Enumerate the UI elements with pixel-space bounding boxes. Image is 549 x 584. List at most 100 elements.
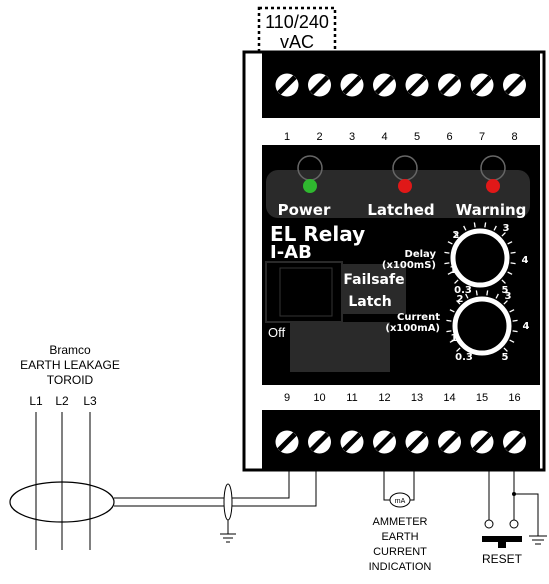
current-dial-tick — [512, 319, 518, 322]
current-dial-knob[interactable] — [452, 296, 512, 356]
delay-dial-tick — [507, 271, 513, 275]
reset-button-bar[interactable] — [482, 536, 522, 542]
off-label: Off — [268, 325, 285, 340]
delay-scale-4: 4 — [522, 255, 529, 266]
top-terminal-number-6: 6 — [446, 131, 452, 143]
top-terminal-number-8: 8 — [511, 131, 517, 143]
reset-label: RESET — [482, 552, 523, 566]
ammeter-label-line1: AMMETER — [373, 516, 428, 528]
current-dial-tick — [512, 330, 518, 333]
ammeter-label-line3: CURRENT — [373, 546, 427, 558]
ammeter-symbol-text: mA — [395, 498, 406, 505]
indicator-strip — [266, 170, 530, 218]
phase-l3-label: L3 — [83, 394, 97, 408]
top-terminal-number-7: 7 — [479, 131, 485, 143]
supply-label-line1: 110/240 — [265, 12, 329, 32]
top-terminal-screw-6 — [438, 73, 461, 97]
bottom-terminal-screw-5 — [405, 430, 429, 454]
delay-dial-tick — [444, 262, 450, 265]
ammeter-wire-right — [408, 470, 415, 501]
current-dial-tick — [446, 319, 452, 322]
current-dial-tick — [509, 339, 515, 343]
delay-dial-knob[interactable] — [450, 228, 510, 288]
current-dial-tick — [449, 339, 455, 343]
delay-dial-tick — [463, 225, 467, 231]
delay-scale-3: 3 — [503, 223, 510, 234]
current-dial-tick — [475, 290, 478, 296]
delay-dial-tick — [444, 251, 450, 254]
product-name-line2: I-AB — [270, 242, 312, 263]
top-terminal-block — [262, 52, 540, 118]
bottom-terminal-screws — [275, 430, 526, 454]
top-terminal-screw-2 — [308, 73, 331, 97]
bottom-terminal-number-14: 14 — [443, 392, 455, 404]
ammeter-label-line4: INDICATION — [369, 561, 432, 573]
toroid-label-line1: Bramco — [49, 343, 91, 357]
ammeter-symbol — [389, 492, 411, 508]
failsafe-latch-plate — [342, 264, 406, 314]
current-scale-5: 5 — [502, 352, 509, 363]
bottom-terminal-number-9: 9 — [284, 392, 290, 404]
latch-label: Latch — [348, 294, 391, 310]
bottom-terminal-screw-1 — [275, 430, 299, 454]
current-dial-tick — [486, 290, 489, 296]
toroid-label-line3: TOROID — [47, 373, 94, 387]
reset-button-stem — [498, 542, 506, 548]
bottom-terminal-screw-7 — [470, 430, 494, 454]
current-dial-tick — [456, 347, 461, 352]
top-terminal-screw-8 — [503, 73, 526, 97]
delay-dial-tick — [493, 225, 497, 231]
reset-contact-a — [484, 519, 494, 529]
delay-dial-tick — [454, 279, 459, 284]
current-dial-tick — [509, 309, 515, 313]
top-terminal-screw-7 — [470, 73, 494, 97]
bottom-terminal-screw-8 — [503, 430, 526, 454]
delay-dial-unit: (x100mS) — [382, 260, 436, 271]
top-terminal-screw-4 — [373, 73, 396, 97]
failsafe-switch[interactable] — [279, 267, 333, 317]
delay-dial-tick — [510, 262, 516, 265]
top-terminal-number-3: 3 — [349, 131, 355, 143]
delay-dial-tick — [454, 232, 459, 237]
current-scale-2: 2 — [457, 294, 464, 305]
current-dial-tick — [456, 300, 461, 305]
earth-junction-dot — [512, 492, 516, 496]
delay-dial-tick — [507, 241, 513, 245]
bottom-terminal-screw-2 — [308, 430, 331, 454]
current-dial-tick — [465, 293, 469, 299]
toroid-wire-a — [114, 470, 290, 499]
bottom-terminal-number-16: 16 — [508, 392, 520, 404]
current-dial-ticks — [446, 290, 518, 352]
current-dial-tick — [446, 330, 452, 333]
reset-contact-b — [509, 519, 519, 529]
lower-panel-block — [290, 322, 390, 372]
delay-dial-tick — [473, 222, 476, 228]
delay-dial-tick — [484, 222, 487, 228]
top-terminal-number-2: 2 — [316, 131, 322, 143]
terminal16-earth-symbol — [529, 535, 547, 545]
delay-dial-ticks — [444, 222, 516, 284]
top-terminal-screws — [275, 73, 526, 97]
top-terminal-number-4: 4 — [381, 131, 387, 143]
delay-scale-2: 2 — [453, 230, 460, 241]
ammeter-label-line2: EARTH — [381, 531, 418, 543]
delay-dial-tick — [510, 251, 516, 254]
current-dial-tick — [495, 293, 499, 299]
screen-earth-symbol — [220, 533, 236, 543]
current-scale-1: 1 — [451, 333, 458, 344]
delay-dial-label: Delay — [405, 249, 437, 260]
bottom-terminal-block — [262, 410, 540, 470]
supply-label-line2: vAC — [280, 32, 314, 52]
current-scale-0-3: 0.3 — [455, 352, 473, 363]
toroid — [9, 481, 115, 523]
bottom-terminal-number-11: 11 — [346, 392, 357, 404]
bottom-terminal-number-13: 13 — [411, 392, 423, 404]
current-dial-tick — [449, 309, 455, 313]
current-dial-tick — [503, 300, 508, 305]
cable-screen-sleeve — [223, 483, 233, 521]
bottom-terminal-screw-4 — [373, 430, 396, 454]
delay-scale-0-3: 0.3 — [454, 285, 472, 296]
failsafe-label: Failsafe — [343, 272, 404, 288]
top-terminal-screw-1 — [275, 73, 299, 97]
